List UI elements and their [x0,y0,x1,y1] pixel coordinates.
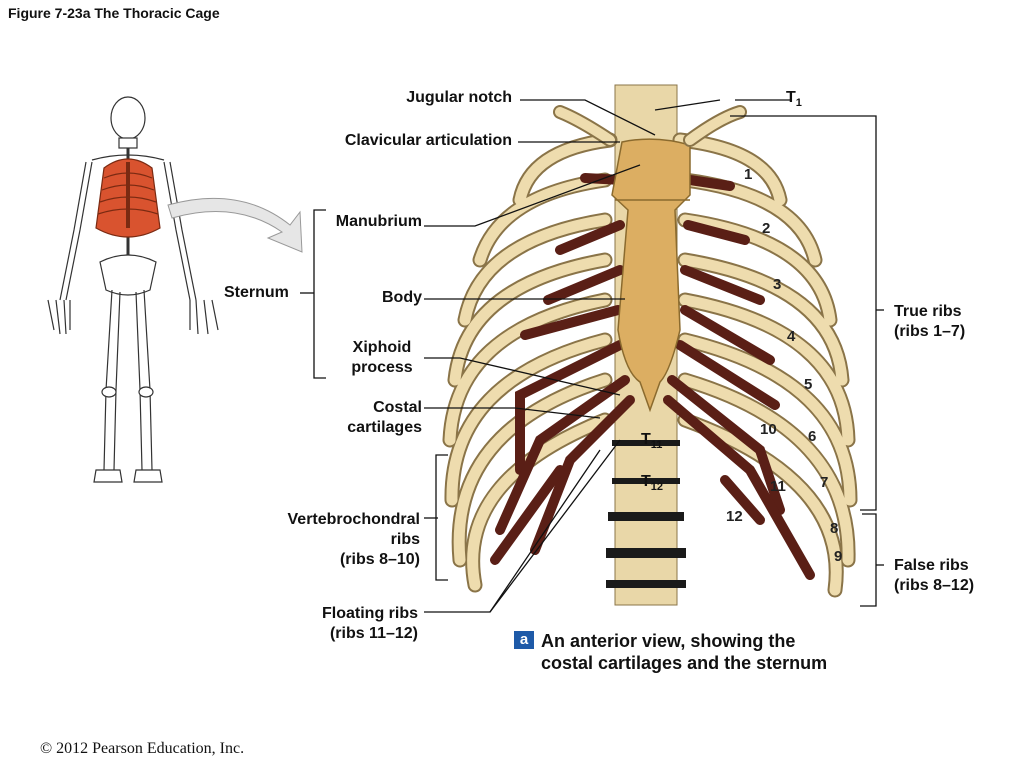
rib-number-3: 3 [773,276,782,293]
clavicles [91,154,165,161]
ribs [444,134,856,596]
rib-number-1: 1 [744,166,753,183]
leader-lines [300,99,884,613]
left-hand [47,299,71,335]
rib-number-11: 11 [770,478,786,495]
sternum-label: Sternum [224,284,289,301]
jaw [118,137,138,149]
rib-number-2: 2 [762,220,771,237]
rib-number-7: 7 [820,474,829,491]
left-arm [65,161,93,301]
skeleton-figure [47,96,219,483]
true-ribs-label: True ribs(ribs 1–7) [894,303,966,340]
costal-cartilage-shapes [490,173,815,580]
rib-number-9: 9 [834,548,843,565]
manubrium-label: Manubrium [335,213,422,230]
pelvis [99,254,157,296]
right-hand [189,299,219,335]
copyright: © 2012 Pearson Education, Inc. [40,740,245,757]
floating-ribs-label: Floating ribs(ribs 11–12) [322,605,418,642]
right-leg [143,289,153,471]
t11-label: T11 [641,431,663,452]
right-arm [163,161,191,301]
intervertebral-discs [606,440,686,588]
t12-label: T12 [641,473,664,494]
false-ribs-label: False ribs(ribs 8–12) [894,557,975,594]
t1-label: T1 [786,89,802,110]
jugular-notch-label: Jugular notch [406,89,512,106]
rib-number-4: 4 [787,328,796,345]
clavicular-articulation-label: Clavicular articulation [344,132,512,149]
body-label: Body [382,289,422,306]
rib-number-10: 10 [760,421,777,438]
zoom-arrow [167,197,303,253]
left-foot [93,469,123,483]
caption-badge: a [514,631,534,649]
caption: An anterior view, showing the costal car… [541,631,828,673]
left-leg [103,289,113,471]
rib-number-5: 5 [804,376,813,393]
right-foot [133,469,163,483]
rib-cage [442,84,858,606]
figure-title: Figure 7-23a The Thoracic Cage [8,5,220,21]
rib-number-6: 6 [808,428,817,445]
rib-number-12: 12 [726,508,743,525]
rib-number-8: 8 [830,520,839,537]
skull [110,96,146,140]
sternum-bone [611,138,691,413]
